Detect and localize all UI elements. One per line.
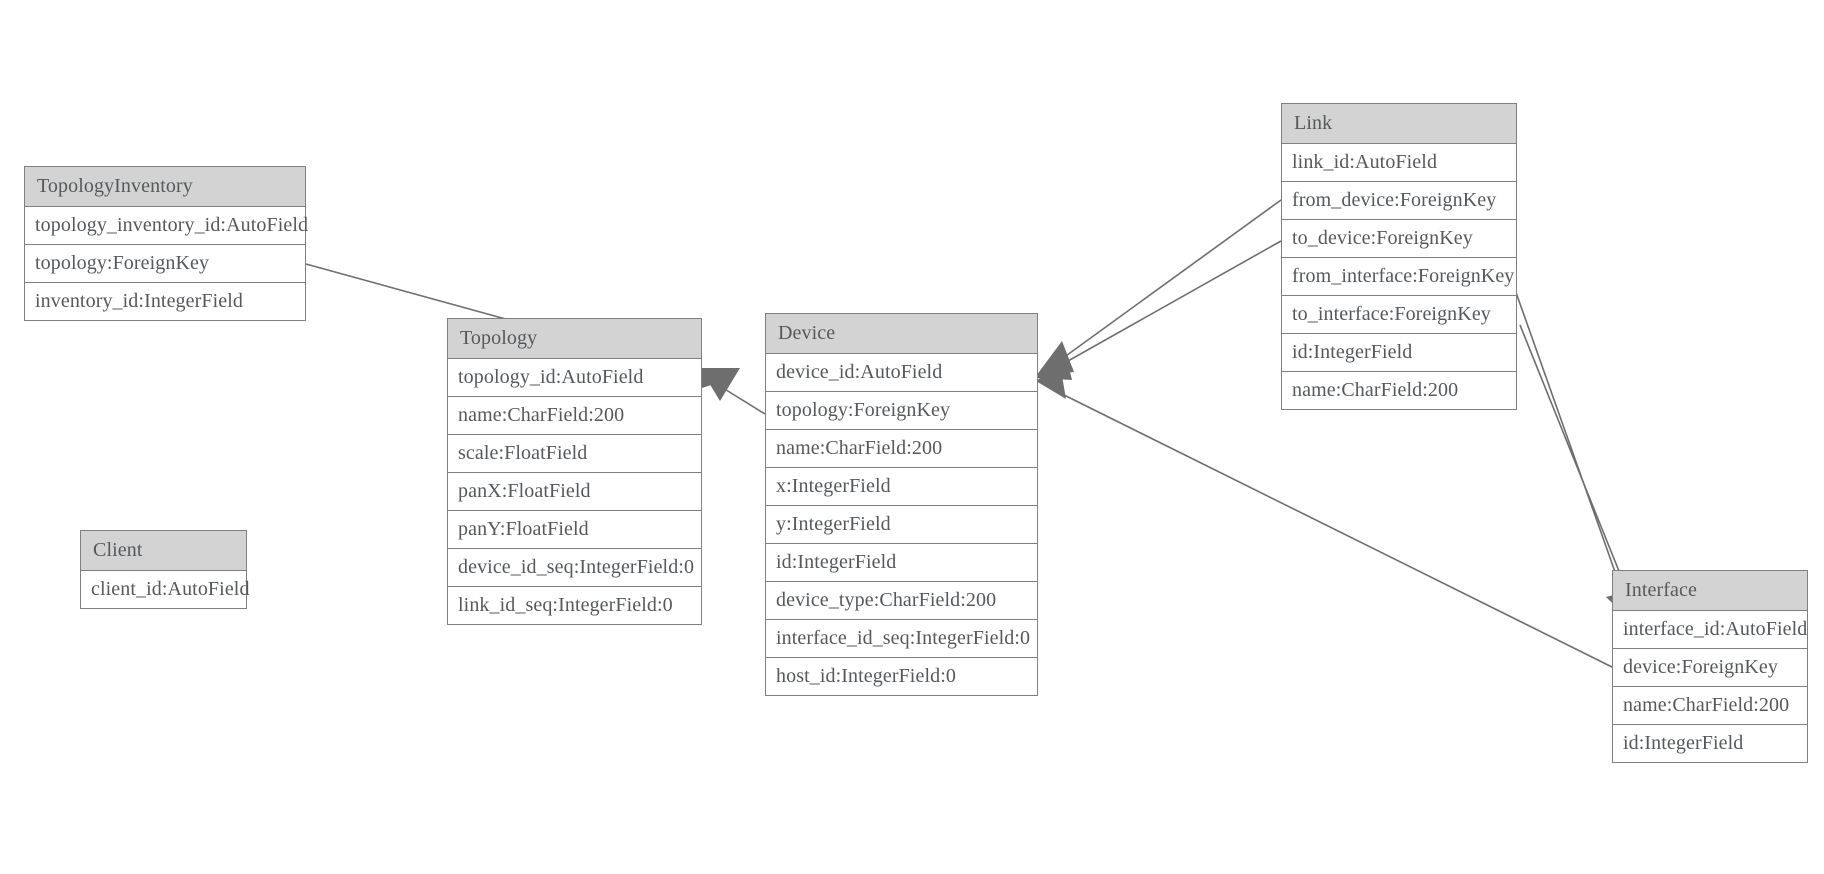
field-device-name[interactable]: name:CharField:200 (766, 430, 1037, 468)
field-interface-device[interactable]: device:ForeignKey (1613, 649, 1807, 687)
field-link-link-id[interactable]: link_id:AutoField (1282, 144, 1516, 182)
edge-link-from-device (1036, 199, 1282, 376)
field-topologyinventory-topology[interactable]: topology:ForeignKey (25, 245, 305, 283)
field-device-topology[interactable]: topology:ForeignKey (766, 392, 1037, 430)
field-interface-interface-id[interactable]: interface_id:AutoField (1613, 611, 1807, 649)
entity-client[interactable]: Client client_id:AutoField (80, 530, 249, 609)
field-interface-name[interactable]: name:CharField:200 (1613, 687, 1807, 725)
field-device-device-type[interactable]: device_type:CharField:200 (766, 582, 1037, 620)
field-device-id[interactable]: id:IntegerField (766, 544, 1037, 582)
field-device-device-id[interactable]: device_id:AutoField (766, 354, 1037, 392)
edge-link-to-device (1036, 240, 1282, 380)
field-topology-scale[interactable]: scale:FloatField (448, 435, 701, 473)
entity-title-client: Client (81, 531, 246, 571)
edge-device-topology (700, 368, 766, 415)
field-device-host-id[interactable]: host_id:IntegerField:0 (766, 658, 1037, 695)
entity-device[interactable]: Device device_id:AutoField topology:Fore… (765, 313, 1038, 696)
field-device-interface-id-seq[interactable]: interface_id_seq:IntegerField:0 (766, 620, 1037, 658)
entity-title-device: Device (766, 314, 1037, 354)
entity-topologyinventory[interactable]: TopologyInventory topology_inventory_id:… (24, 166, 308, 321)
field-link-to-interface[interactable]: to_interface:ForeignKey (1282, 296, 1516, 334)
field-device-x[interactable]: x:IntegerField (766, 468, 1037, 506)
entity-title-topology: Topology (448, 319, 701, 359)
field-link-from-interface[interactable]: from_interface:ForeignKey (1282, 258, 1516, 296)
field-topologyinventory-inventory-id[interactable]: inventory_id:IntegerField (25, 283, 305, 320)
field-topology-device-id-seq[interactable]: device_id_seq:IntegerField:0 (448, 549, 701, 587)
entity-title-interface: Interface (1613, 571, 1807, 611)
field-link-id[interactable]: id:IntegerField (1282, 334, 1516, 372)
field-link-from-device[interactable]: from_device:ForeignKey (1282, 182, 1516, 220)
field-link-to-device[interactable]: to_device:ForeignKey (1282, 220, 1516, 258)
entity-topology[interactable]: Topology topology_id:AutoField name:Char… (447, 318, 702, 625)
field-topology-name[interactable]: name:CharField:200 (448, 397, 701, 435)
field-topology-link-id-seq[interactable]: link_id_seq:IntegerField:0 (448, 587, 701, 624)
field-topology-pany[interactable]: panY:FloatField (448, 511, 701, 549)
field-device-y[interactable]: y:IntegerField (766, 506, 1037, 544)
entity-link[interactable]: Link link_id:AutoField from_device:Forei… (1281, 103, 1517, 410)
field-interface-id[interactable]: id:IntegerField (1613, 725, 1807, 762)
entity-title-topologyinventory: TopologyInventory (25, 167, 305, 207)
entity-title-link: Link (1282, 104, 1516, 144)
field-topology-inventory-id[interactable]: topology_inventory_id:AutoField (25, 207, 308, 245)
field-topology-topology-id[interactable]: topology_id:AutoField (448, 359, 701, 397)
field-client-client-id[interactable]: client_id:AutoField (81, 571, 249, 608)
entity-interface[interactable]: Interface interface_id:AutoField device:… (1612, 570, 1808, 763)
field-topology-panx[interactable]: panX:FloatField (448, 473, 701, 511)
field-link-name[interactable]: name:CharField:200 (1282, 372, 1516, 409)
